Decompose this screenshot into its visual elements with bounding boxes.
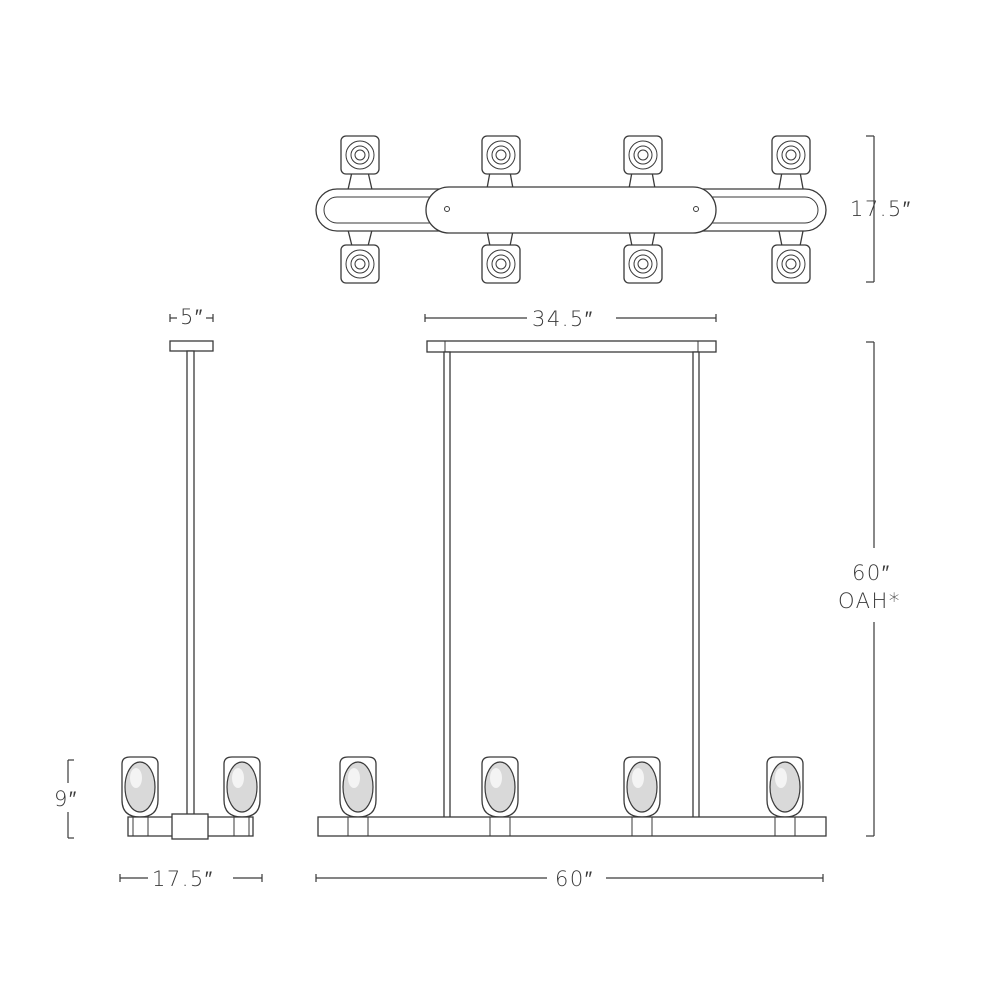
front-view-head-4 <box>766 756 804 818</box>
top-view: 17.5″ <box>315 135 912 284</box>
front-view-bar <box>317 816 827 837</box>
light-head-top-2 <box>481 135 521 175</box>
light-head-top-1 <box>340 135 380 175</box>
front-view-stem-left <box>443 351 451 819</box>
dimension-label-fixture-height: 9″ <box>54 787 78 811</box>
front-view-head-1 <box>339 756 377 818</box>
dimension-canopy-depth: 5″ <box>169 305 214 329</box>
top-view-canopy-plate <box>425 186 717 234</box>
side-view-head-left <box>121 756 159 818</box>
dimension-overall-height: 60″ OAH* <box>838 341 901 837</box>
light-head-top-3 <box>623 135 663 175</box>
front-view-head-3 <box>623 756 661 818</box>
dimension-top-depth: 17.5″ <box>850 135 912 283</box>
canopy-screw-left <box>444 206 450 212</box>
dimension-label-front-width: 60″ <box>555 867 594 891</box>
front-view-bar-collars <box>347 817 796 836</box>
dimension-label-side-width: 17.5″ <box>152 867 214 891</box>
dimension-fixture-height: 9″ <box>54 759 78 839</box>
dimension-canopy-width: 34.5″ <box>424 307 717 331</box>
dimension-label-oah-note: OAH* <box>838 589 901 613</box>
dimension-label-canopy-width: 34.5″ <box>532 307 594 331</box>
dimension-side-width: 17.5″ <box>119 867 263 891</box>
light-head-bottom-1 <box>340 244 380 284</box>
dimension-front-width: 60″ <box>315 867 824 891</box>
light-head-bottom-2 <box>481 244 521 284</box>
side-view: 5″ 9″ <box>54 305 263 891</box>
light-head-bottom-4 <box>771 244 811 284</box>
dimension-label-top-depth: 17.5″ <box>850 197 912 221</box>
side-view-canopy <box>169 340 214 352</box>
front-view-head-2 <box>481 756 519 818</box>
dimension-label-overall-height: 60″ <box>852 561 891 585</box>
canopy-screw-right <box>693 206 699 212</box>
dimension-label-canopy-depth: 5″ <box>180 305 204 329</box>
side-view-hub <box>171 813 209 840</box>
front-view-canopy <box>426 340 717 353</box>
front-view: 34.5″ <box>315 307 901 891</box>
side-view-head-right <box>223 756 261 818</box>
side-view-stem <box>186 350 195 818</box>
light-head-top-4 <box>771 135 811 175</box>
top-view-heads <box>340 135 811 284</box>
light-head-bottom-3 <box>623 244 663 284</box>
front-view-stem-right <box>692 351 700 819</box>
